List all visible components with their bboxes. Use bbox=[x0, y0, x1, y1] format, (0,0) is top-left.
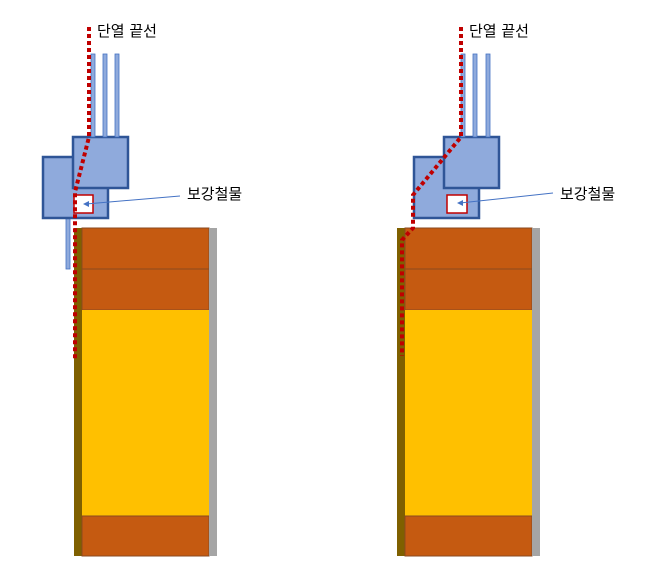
olive-strip bbox=[397, 228, 405, 556]
pointer-line bbox=[85, 195, 181, 205]
rod-1 bbox=[90, 53, 96, 138]
arrow-head bbox=[457, 200, 463, 206]
yellow-block bbox=[82, 310, 209, 516]
reinforcement-bracket bbox=[446, 194, 468, 214]
rod-2 bbox=[102, 53, 108, 138]
left-diagram: 단열 끝선 보강철물 bbox=[41, 22, 242, 557]
insulation-end-line bbox=[400, 27, 463, 356]
gray-strip bbox=[532, 228, 540, 556]
insulation-label: 단열 끝선 bbox=[469, 22, 529, 40]
rod-3 bbox=[485, 53, 491, 138]
column bbox=[74, 227, 217, 557]
rod-3 bbox=[114, 53, 120, 138]
rod-1 bbox=[460, 53, 466, 138]
reinforcement-label: 보강철물 bbox=[187, 185, 242, 203]
olive-strip bbox=[74, 228, 82, 556]
gray-strip bbox=[209, 228, 217, 556]
right-diagram: 단열 끝선 보강철물 bbox=[397, 22, 615, 557]
arrow-head bbox=[83, 201, 89, 207]
rod-2 bbox=[472, 53, 478, 138]
lower-rod bbox=[65, 217, 71, 270]
reinforcement-label: 보강철물 bbox=[560, 185, 615, 203]
orange-block-bottom bbox=[404, 515, 533, 557]
insulation-label: 단열 끝선 bbox=[97, 22, 157, 40]
yellow-block bbox=[405, 310, 532, 516]
column bbox=[397, 227, 540, 557]
pointer-line bbox=[459, 192, 554, 204]
orange-block-bottom bbox=[81, 515, 210, 557]
